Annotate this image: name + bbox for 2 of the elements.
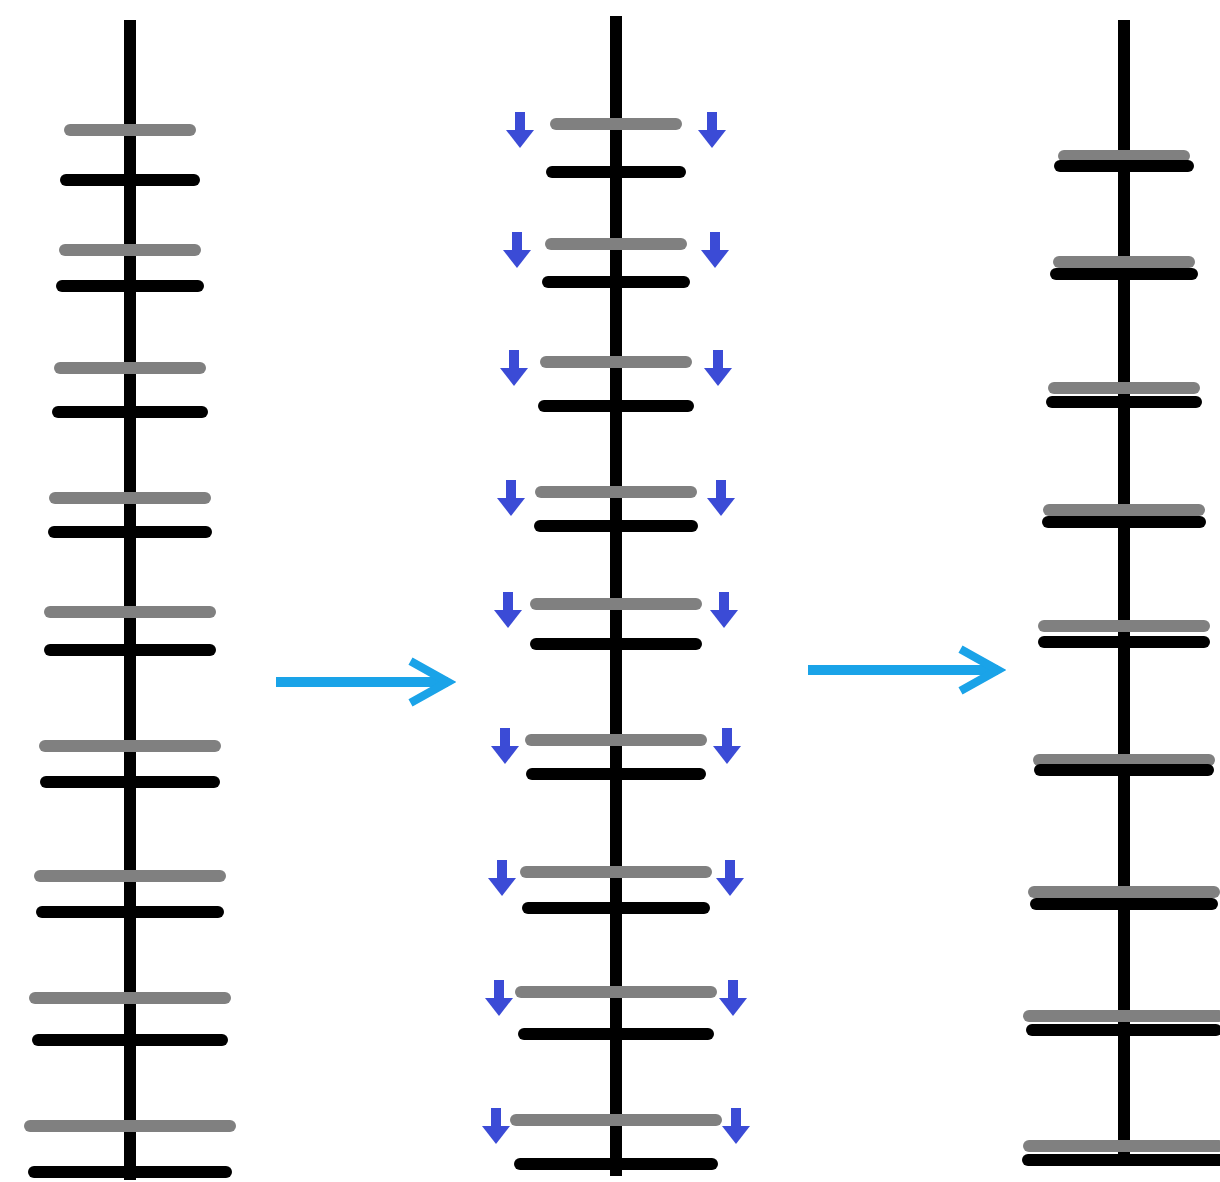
arrow — [808, 645, 1003, 695]
arrow — [276, 657, 453, 707]
